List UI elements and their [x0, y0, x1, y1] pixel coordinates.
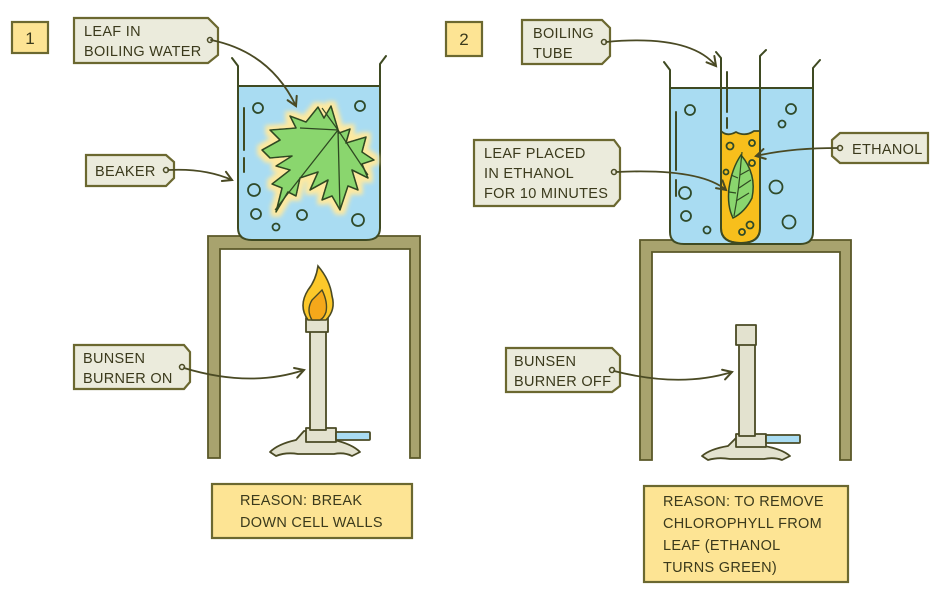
flame-icon — [302, 264, 334, 321]
label-boiling-tube: BOILING TUBE — [520, 18, 718, 68]
tripod-stand — [207, 235, 421, 459]
bunsen-burner-on — [269, 264, 371, 457]
step-number: 1 — [25, 29, 34, 48]
reason-box-step-1: REASON: BREAK DOWN CELL WALLS — [210, 482, 414, 540]
step-number-badge: 2 — [444, 20, 484, 58]
svg-text:FOR 10 MINUTES: FOR 10 MINUTES — [484, 186, 608, 202]
svg-text:BUNSEN: BUNSEN — [514, 354, 576, 370]
svg-text:DOWN CELL WALLS: DOWN CELL WALLS — [240, 515, 383, 531]
maple-leaf-icon — [261, 105, 375, 213]
label-bunsen-burner-off: BUNSEN BURNER OFF — [504, 346, 734, 394]
svg-text:BURNER OFF: BURNER OFF — [514, 374, 611, 390]
step-number-badge: 1 — [10, 20, 50, 55]
tripod-stand — [639, 239, 852, 461]
svg-text:TURNS GREEN): TURNS GREEN) — [663, 560, 777, 576]
label-leaf-placed-in-ethanol: LEAF PLACED IN ETHANOL FOR 10 MINUTES — [472, 138, 728, 208]
svg-text:BOILING WATER: BOILING WATER — [84, 44, 202, 60]
svg-text:CHLOROPHYLL FROM: CHLOROPHYLL FROM — [663, 516, 822, 532]
bubbles — [247, 100, 366, 232]
svg-text:LEAF PLACED: LEAF PLACED — [484, 146, 586, 162]
small-leaf-icon — [727, 151, 754, 220]
label-leaf-in-boiling-water: LEAF IN BOILING WATER — [72, 16, 298, 108]
bubbles — [678, 103, 797, 235]
svg-text:LEAF (ETHANOL: LEAF (ETHANOL — [663, 538, 781, 554]
svg-text:REASON: TO REMOVE: REASON: TO REMOVE — [663, 494, 824, 510]
svg-text:REASON: BREAK: REASON: BREAK — [240, 493, 362, 509]
svg-text:BEAKER: BEAKER — [95, 164, 156, 180]
svg-text:BOILING: BOILING — [533, 26, 594, 42]
svg-text:ETHANOL: ETHANOL — [852, 142, 923, 158]
label-bunsen-burner-on: BUNSEN BURNER ON — [72, 343, 306, 391]
label-ethanol: ETHANOL — [754, 131, 930, 165]
label-beaker: BEAKER — [84, 153, 234, 188]
bunsen-burner-off — [701, 324, 801, 461]
svg-text:LEAF IN: LEAF IN — [84, 24, 141, 40]
step-number: 2 — [459, 30, 468, 49]
step-2: 2 — [444, 18, 930, 584]
svg-text:BUNSEN: BUNSEN — [83, 351, 145, 367]
svg-text:TUBE: TUBE — [533, 46, 573, 62]
svg-text:IN ETHANOL: IN ETHANOL — [484, 166, 574, 182]
beaker — [663, 49, 821, 245]
svg-text:BURNER ON: BURNER ON — [83, 371, 173, 387]
beaker — [231, 55, 387, 241]
boiling-tube — [715, 49, 767, 244]
step-1: 1 — [10, 16, 421, 540]
reason-box-step-2: REASON: TO REMOVE CHLOROPHYLL FROM LEAF … — [642, 484, 850, 584]
